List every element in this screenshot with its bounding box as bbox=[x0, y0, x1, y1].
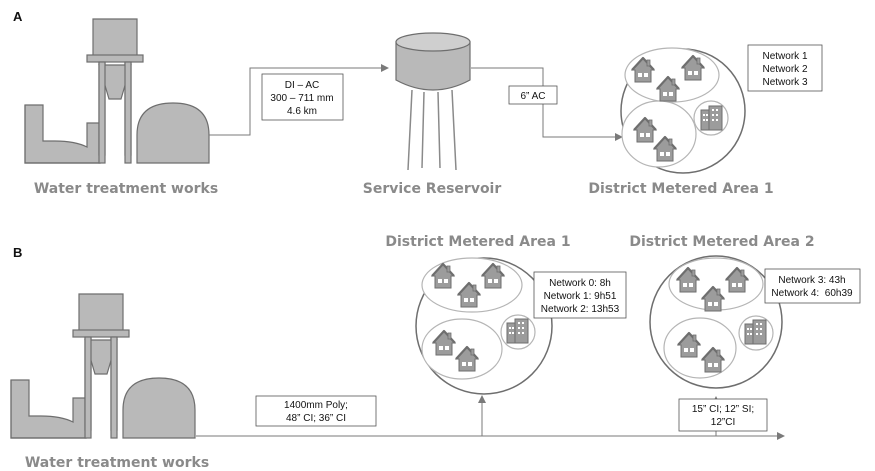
building-icon bbox=[506, 318, 529, 344]
svg-text:Network 2: Network 2 bbox=[762, 64, 807, 75]
treatment-works-label-b: Water treatment works bbox=[25, 455, 209, 471]
main-pipe-spec-box: 1400mm Poly; 48” CI; 36” CI bbox=[255, 395, 377, 427]
branch-spec-box-a: 6” AC bbox=[508, 85, 558, 105]
svg-text:Network 4: 60h39: Network 4: 60h39 bbox=[771, 288, 853, 299]
svg-text:Network 3: Network 3 bbox=[762, 77, 807, 88]
treatment-works-icon-b bbox=[10, 293, 196, 439]
service-reservoir-icon bbox=[395, 32, 471, 171]
svg-text:Network 1: 9h51: Network 1: 9h51 bbox=[544, 291, 617, 302]
pipe-wtw-to-reservoir bbox=[209, 64, 389, 136]
dma2-area-b bbox=[649, 255, 783, 389]
svg-text:Network 2: 13h53: Network 2: 13h53 bbox=[541, 304, 620, 315]
treatment-works-icon bbox=[24, 18, 210, 164]
panel-b-letter: B bbox=[13, 245, 22, 260]
svg-text:300 – 711 mm: 300 – 711 mm bbox=[270, 93, 333, 104]
building-icon bbox=[744, 319, 767, 345]
svg-text:Network 1: Network 1 bbox=[762, 51, 807, 62]
svg-text:4.6 km: 4.6 km bbox=[287, 106, 317, 117]
dma1-network-box: Network 0: 8h Network 1: 9h51 Network 2:… bbox=[533, 271, 627, 319]
dma-label-a: District Metered Area 1 bbox=[588, 181, 773, 197]
dma1-label-b: District Metered Area 1 bbox=[385, 234, 570, 250]
svg-text:Network 3: 43h: Network 3: 43h bbox=[778, 275, 845, 286]
dma2-network-box: Network 3: 43h Network 4: 60h39 bbox=[764, 268, 861, 304]
network-box-a: Network 1 Network 2 Network 3 bbox=[747, 44, 823, 92]
building-icon bbox=[700, 105, 723, 131]
svg-text:1400mm Poly;: 1400mm Poly; bbox=[284, 400, 348, 411]
dma2-label-b: District Metered Area 2 bbox=[629, 234, 814, 250]
svg-text:15” CI; 12” SI;: 15” CI; 12” SI; bbox=[692, 404, 754, 415]
svg-text:Network 0: 8h: Network 0: 8h bbox=[549, 278, 611, 289]
treatment-works-label-a: Water treatment works bbox=[34, 181, 218, 197]
service-reservoir-label: Service Reservoir bbox=[363, 181, 502, 197]
svg-text:DI – AC: DI – AC bbox=[285, 80, 319, 91]
svg-text:48” CI; 36” CI: 48” CI; 36” CI bbox=[286, 413, 346, 424]
dma1-area-b bbox=[415, 257, 553, 395]
branch-pipe-spec-box: 15” CI; 12” SI; 12”CI bbox=[678, 398, 768, 432]
panel-a-letter: A bbox=[13, 9, 23, 24]
pipe-spec-box-a: DI – AC 300 – 711 mm 4.6 km bbox=[261, 73, 344, 121]
svg-text:12”CI: 12”CI bbox=[711, 417, 735, 428]
svg-text:6” AC: 6” AC bbox=[520, 91, 545, 102]
dma-area-a bbox=[620, 47, 746, 174]
